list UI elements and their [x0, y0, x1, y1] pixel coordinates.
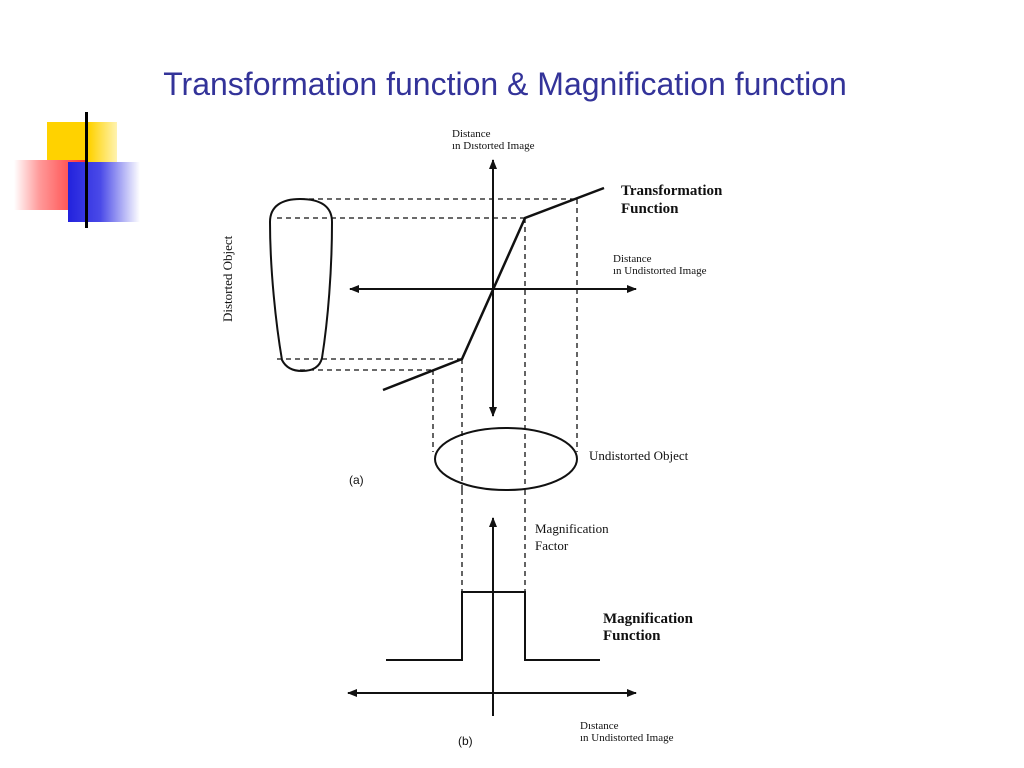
axis-a-x-label-line1: Distance: [613, 253, 652, 265]
deco-vertical-line: [85, 112, 88, 228]
curve-b-label-line2: Function: [603, 628, 661, 644]
undistorted-object-shape: [434, 427, 578, 491]
distorted-object-shape: [268, 197, 334, 373]
curve-a-label-line1: Transformation: [621, 183, 723, 199]
panel-a-label: (a): [349, 473, 364, 487]
projection-lines-a: [277, 198, 578, 490]
curve-b-label-line1: Magnification: [603, 611, 694, 627]
axis-b-y-label-line1: Magnification: [535, 521, 609, 536]
curve-a-label-line2: Function: [621, 201, 679, 217]
deco-blue-square: [68, 162, 140, 222]
axis-a-y-label-line2: ın Dıstorted Image: [452, 140, 535, 152]
axis-b-y-label-line2: Factor: [535, 538, 569, 553]
panel-b-label: (b): [458, 734, 473, 748]
axis-a-y-label-line1: Distance: [452, 128, 491, 140]
magnification-curve: [386, 591, 600, 661]
projection-lines-b: [461, 490, 526, 592]
axis-b-x-label-line1: Dıstance: [580, 720, 619, 732]
axis-b-x-label-line2: ın Undistorted Image: [580, 732, 674, 744]
distorted-object-label: Distorted Object: [220, 235, 235, 322]
transformation-curve: [382, 186, 605, 392]
undistorted-object-label: Undistorted Object: [589, 448, 689, 463]
slide-title: Transformation function & Magnification …: [163, 66, 847, 102]
axis-a-x-label-line2: ın Undistorted Image: [613, 265, 707, 277]
